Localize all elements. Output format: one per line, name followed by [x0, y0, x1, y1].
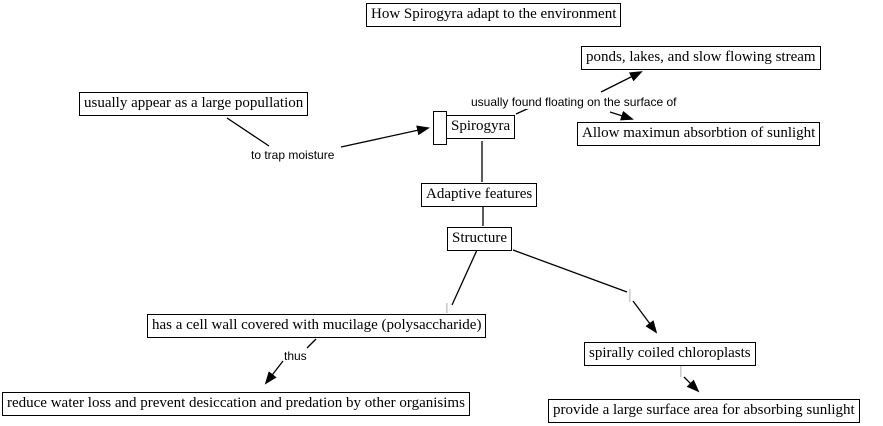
- node-large-population[interactable]: usually appear as a large popullation: [79, 92, 309, 116]
- edge-floating-label-to-ponds: [600, 71, 643, 93]
- edge-structure-to-cellwall: [451, 249, 478, 306]
- edge-structure-to-right-tick: [512, 249, 628, 293]
- edge-floating-label-to-allow: [609, 110, 634, 121]
- node-allow-sunlight-absorption[interactable]: Allow maximun absorbtion of sunlight: [577, 122, 821, 146]
- node-ponds-lakes-streams[interactable]: ponds, lakes, and slow flowing stream: [581, 46, 821, 70]
- link-label-thus[interactable]: thus: [284, 349, 307, 363]
- edge-thus-label-to-reduce: [264, 360, 284, 385]
- empty-label-tick: [446, 303, 448, 313]
- node-spirogyra[interactable]: Spirogyra: [446, 115, 516, 139]
- edge-cellwall-to-thus-label: [306, 338, 317, 349]
- empty-label-tick: [680, 365, 682, 377]
- node-large-surface-area[interactable]: provide a large surface area for absorbi…: [548, 399, 860, 423]
- node-adaptive-features[interactable]: Adaptive features: [421, 183, 538, 207]
- edge-tick-to-chloroplasts: [632, 300, 658, 334]
- link-label-to-trap-moisture[interactable]: to trap moisture: [251, 148, 335, 162]
- edge-chloroplasts-to-provide: [683, 376, 700, 393]
- empty-label-tick: [629, 289, 631, 302]
- node-cell-wall-mucilage[interactable]: has a cell wall covered with mucilage (p…: [147, 314, 487, 338]
- edge-trap-label-to-spirogyra: [340, 125, 430, 148]
- link-label-usually-found-floating[interactable]: usually found floating on the surface of: [471, 95, 677, 109]
- spirogyra-node-handle[interactable]: [433, 111, 447, 145]
- node-structure[interactable]: Structure: [447, 227, 512, 251]
- node-spiral-chloroplasts[interactable]: spirally coiled chloroplasts: [584, 342, 756, 366]
- map-title-box[interactable]: How Spirogyra adapt to the environment: [366, 3, 622, 27]
- edge-population-to-trap-label: [226, 117, 270, 147]
- node-reduce-water-loss[interactable]: reduce water loss and prevent desiccatio…: [2, 392, 470, 416]
